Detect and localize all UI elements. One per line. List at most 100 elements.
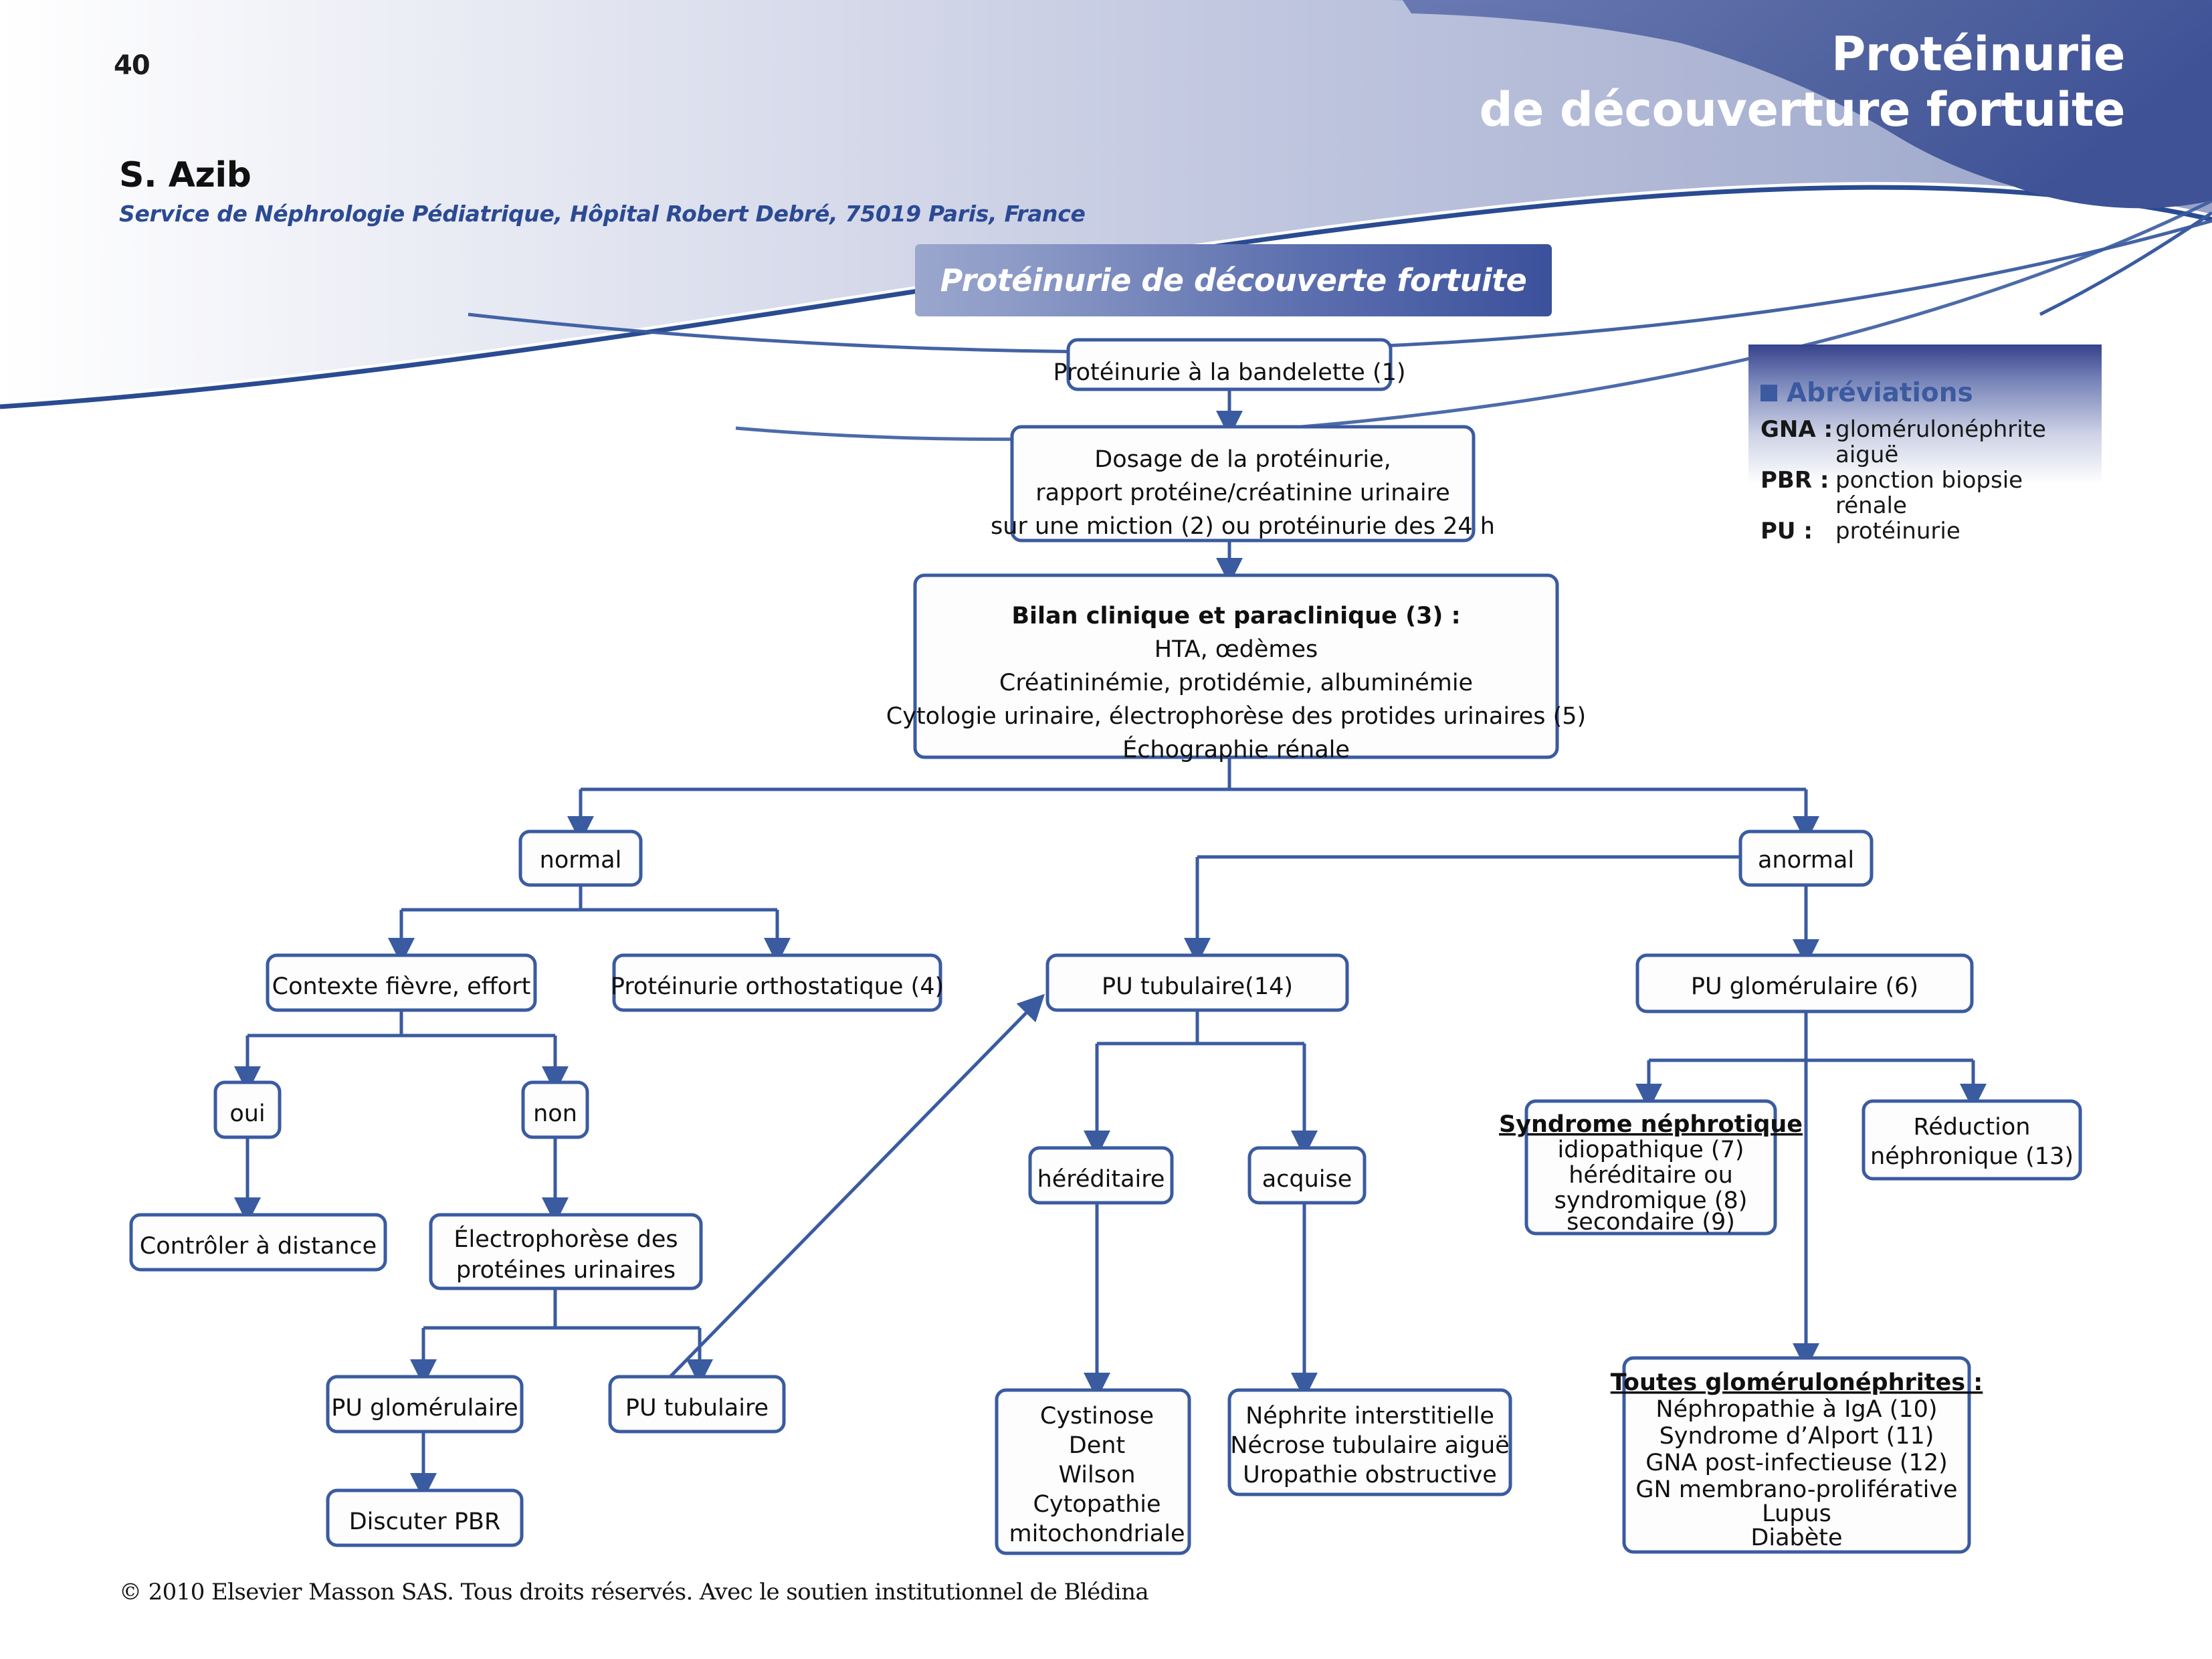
node-line: héréditaire <box>1037 1166 1165 1193</box>
edge-n15-n8-diagonal <box>668 993 1045 1379</box>
node-hereditaire[interactable]: héréditaire <box>1028 1146 1174 1205</box>
node-acquise[interactable]: acquise <box>1247 1146 1367 1205</box>
node-discuter-pbr[interactable]: Discuter PBR <box>326 1488 524 1547</box>
node-line: syndromique (8) <box>1554 1187 1748 1214</box>
abbreviation-key: PU : <box>1761 518 1813 545</box>
node-line: Wilson <box>1058 1462 1135 1488</box>
node-line: Contexte fièvre, effort <box>272 973 531 1000</box>
node-line: Uropathie obstructive <box>1243 1462 1497 1488</box>
abbreviations-title: Abréviations <box>1787 378 1973 408</box>
node-line: HTA, œdèmes <box>1154 636 1318 663</box>
node-bilan-clinique[interactable]: Bilan clinique et paraclinique (3) : HTA… <box>886 573 1586 763</box>
node-line: Bilan clinique et paraclinique (3) : <box>1011 603 1460 629</box>
abbreviation-item-pbr: PBR : ponction biopsie rénale <box>1761 468 2095 518</box>
abbreviation-value: protéinurie <box>1835 518 1960 545</box>
abbreviation-value: glomérulonéphrite <box>1835 416 2046 443</box>
node-line: idiopathique (7) <box>1557 1137 1744 1163</box>
node-tubulaire-acquises-list[interactable]: Néphrite interstitielle Nécrose tubulair… <box>1227 1388 1512 1496</box>
node-controler-a-distance[interactable]: Contrôler à distance <box>129 1213 387 1272</box>
node-line: Protéinurie à la bandelette (1) <box>1053 359 1405 386</box>
header-title-line-2: de découverture fortuite <box>1479 82 2125 137</box>
copyright-footer: © 2010 Elsevier Masson SAS. Tous droits … <box>119 1579 1149 1605</box>
node-pu-tubulaire-14[interactable]: PU tubulaire(14) <box>1045 953 1349 1012</box>
author-name: S. Azib <box>119 155 252 195</box>
node-line: Syndrome d’Alport (11) <box>1660 1423 1934 1450</box>
node-line: Échographie rénale <box>1122 735 1350 763</box>
node-proteinurie-bandelette[interactable]: Protéinurie à la bandelette (1) <box>1053 338 1406 391</box>
node-line: Cystinose <box>1040 1403 1154 1430</box>
abbreviation-value: ponction biopsie rénale <box>1835 467 2023 520</box>
node-line: Néphropathie à IgA (10) <box>1655 1396 1937 1423</box>
decorative-header-graphic <box>0 0 2212 442</box>
node-line: Dosage de la protéinurie, <box>1094 446 1391 473</box>
node-pu-tubulaire[interactable]: PU tubulaire <box>608 1375 786 1434</box>
node-line: Créatininémie, protidémie, albuminémie <box>999 670 1473 696</box>
abbreviations-list: GNA : glomérulonéphrite aiguë PBR : ponc… <box>1761 417 2095 544</box>
node-line: PU tubulaire <box>625 1395 769 1422</box>
node-line: Syndrome néphrotique <box>1499 1111 1803 1138</box>
node-line: héréditaire ou <box>1569 1162 1733 1189</box>
node-line: PU glomérulaire (6) <box>1691 973 1918 1000</box>
node-line: normal <box>540 847 622 874</box>
node-line: protéines urinaires <box>456 1257 676 1284</box>
node-line: Toutes glomérulonéphrites : <box>1611 1369 1983 1396</box>
node-pu-glomerulaire[interactable]: PU glomérulaire <box>326 1375 524 1434</box>
node-pu-glomerulaire-6[interactable]: PU glomérulaire (6) <box>1635 953 1974 1013</box>
node-line: anormal <box>1758 847 1854 874</box>
node-line: Nécrose tubulaire aiguë <box>1230 1432 1509 1459</box>
header-title-line-1: Protéinurie <box>1831 27 2126 82</box>
node-normal[interactable]: normal <box>518 830 643 887</box>
node-line: Protéinurie orthostatique (4) <box>611 973 944 1000</box>
abbreviation-item-gna-cont: aiguë <box>1761 442 2095 468</box>
node-line: Électrophorèse des <box>454 1225 678 1253</box>
node-line: PU glomérulaire <box>331 1395 518 1422</box>
node-line: PU tubulaire(14) <box>1102 973 1293 1000</box>
node-electrophorese-proteines[interactable]: Électrophorèse des protéines urinaires <box>429 1213 703 1290</box>
bullet-square-icon <box>1761 385 1777 401</box>
node-line: Dent <box>1069 1432 1125 1459</box>
node-line: néphronique (13) <box>1870 1143 2074 1170</box>
node-line: Diabète <box>1750 1525 1842 1551</box>
node-non[interactable]: non <box>521 1080 589 1139</box>
flowchart-banner-label: Protéinurie de découverte fortuite <box>940 262 1527 298</box>
node-line: oui <box>229 1100 265 1127</box>
node-line: Réduction <box>1914 1114 2031 1141</box>
node-line: Néphrite interstitielle <box>1245 1403 1494 1430</box>
node-line: non <box>533 1100 577 1127</box>
node-line: Cytopathie <box>1033 1491 1161 1518</box>
node-line: GNA post-infectieuse (12) <box>1645 1450 1948 1476</box>
node-line: Discuter PBR <box>349 1508 501 1535</box>
node-line: Contrôler à distance <box>140 1233 377 1260</box>
node-line: mitochondriale <box>1009 1521 1185 1547</box>
node-reduction-nephronique[interactable]: Réduction néphronique (13) <box>1862 1099 2082 1181</box>
node-line: rapport protéine/créatinine urinaire <box>1035 480 1450 506</box>
node-line: acquise <box>1262 1166 1352 1193</box>
abbreviation-item-gna: GNA : glomérulonéphrite <box>1761 417 2095 442</box>
abbreviation-key: PBR : <box>1761 467 1829 494</box>
node-anormal[interactable]: anormal <box>1738 830 1874 887</box>
node-contexte-fievre-effort[interactable]: Contexte fièvre, effort <box>266 953 537 1012</box>
flowchart-banner: Protéinurie de découverte fortuite <box>915 244 1552 316</box>
node-toutes-glomerulonephrites[interactable]: Toutes glomérulonéphrites : Néphropathie… <box>1611 1356 1983 1554</box>
node-syndrome-nephrotique[interactable]: Syndrome néphrotique idiopathique (7) hé… <box>1499 1099 1803 1236</box>
abbreviation-key-blank <box>1761 442 1835 468</box>
node-line: Lupus <box>1762 1500 1831 1527</box>
node-tubulaire-hereditaires-list[interactable]: Cystinose Dent Wilson Cytopathie mitocho… <box>995 1388 1191 1555</box>
abbreviation-item-pu: PU : protéinurie <box>1761 518 2095 544</box>
abbreviations-title-row: Abréviations <box>1761 378 1973 408</box>
node-line: Cytologie urinaire, électrophorèse des p… <box>886 703 1586 730</box>
node-line: GN membrano-proliférative <box>1635 1476 1957 1503</box>
abbreviations-panel: Abréviations GNA : glomérulonéphrite aig… <box>1748 345 2102 544</box>
node-line: secondaire (9) <box>1567 1209 1735 1236</box>
abbreviation-value-cont: aiguë <box>1835 442 1899 469</box>
node-dosage-proteinurie[interactable]: Dosage de la protéinurie, rapport protéi… <box>991 425 1495 543</box>
header-title: Protéinurie de découverture fortuite <box>1479 27 2125 137</box>
page-number: 40 <box>114 50 150 81</box>
node-line: sur une miction (2) ou protéinurie des 2… <box>991 513 1495 540</box>
flowchart-edges <box>234 388 1987 1500</box>
node-oui[interactable]: oui <box>213 1080 282 1139</box>
node-proteinurie-orthostatique[interactable]: Protéinurie orthostatique (4) <box>611 953 944 1012</box>
abbreviation-key: GNA : <box>1761 416 1833 443</box>
